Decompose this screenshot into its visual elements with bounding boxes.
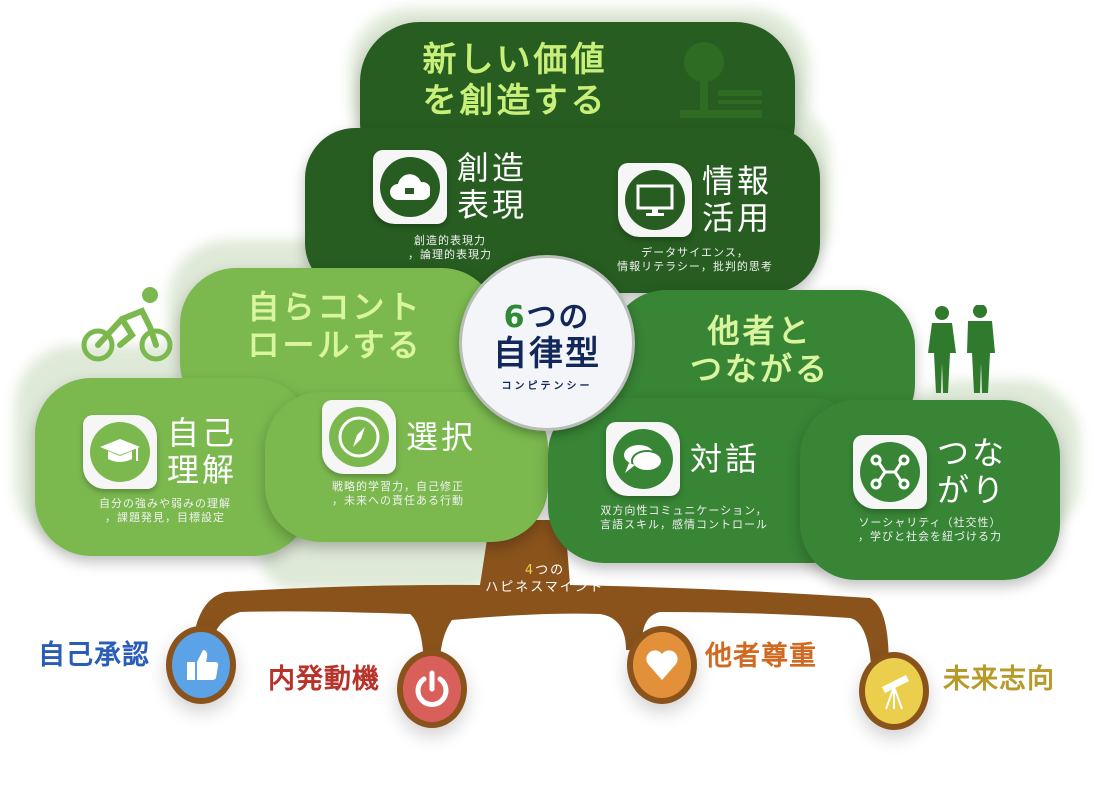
center-six-competencies: 6つの 自律型 コンピテンシー: [459, 255, 635, 431]
skill-choice: 選択: [322, 400, 476, 474]
trunk-label: 4つの ハピネスマインド: [485, 563, 605, 595]
mind-label: 内発動機: [268, 664, 380, 695]
skill-information-use: 情報活用: [618, 163, 772, 237]
compass-icon: [322, 400, 396, 474]
group-self-control-bg: [35, 378, 310, 556]
skill-dialogue: 対話: [606, 422, 760, 496]
tree-bench-icon: [680, 42, 762, 118]
skill-desc: 創造的表現力，論理的表現力: [408, 234, 492, 262]
mind-label: 自己承認: [38, 640, 150, 671]
mind-label: 未来志向: [943, 664, 1055, 695]
skill-desc: 双方向性コミュニケーション，言語スキル，感情コントロール: [600, 504, 768, 532]
monitor-icon: [618, 163, 692, 237]
skill-desc: データサイエンス，情報リテラシー，批判的思考: [617, 246, 773, 274]
skill-desc: ソーシャリティ（社交性），学びと社会を紐づける力: [858, 516, 1002, 544]
cyclist-icon: [81, 287, 173, 362]
heart-icon: [627, 626, 697, 704]
power-icon: [397, 650, 467, 728]
group-title-new-value: 新しい価値を創造する: [422, 40, 608, 121]
skill-connection: つながり: [853, 435, 1007, 509]
skill-desc: 戦略的学習力，自己修正，未来への責任ある行動: [332, 480, 464, 508]
graduation-cap-icon: [83, 415, 157, 489]
cloud-puzzle-icon: [373, 150, 447, 224]
people-icon: [928, 305, 995, 393]
mind-label: 他者尊重: [705, 641, 817, 672]
skill-desc: 自分の強みや弱みの理解，課題発見，目標設定: [99, 497, 231, 525]
group-title-self-control: 自らコントロールする: [247, 288, 423, 365]
group-connect-bg: [800, 400, 1060, 580]
telescope-icon: [859, 652, 929, 730]
skill-creative-expression: 創造表現: [373, 150, 527, 224]
network-icon: [853, 435, 927, 509]
group-title-connect: 他者とつながる: [689, 312, 830, 389]
skill-self-understanding: 自己理解: [83, 415, 237, 489]
chat-bubbles-icon: [606, 422, 680, 496]
thumbs-up-icon: [166, 626, 236, 704]
